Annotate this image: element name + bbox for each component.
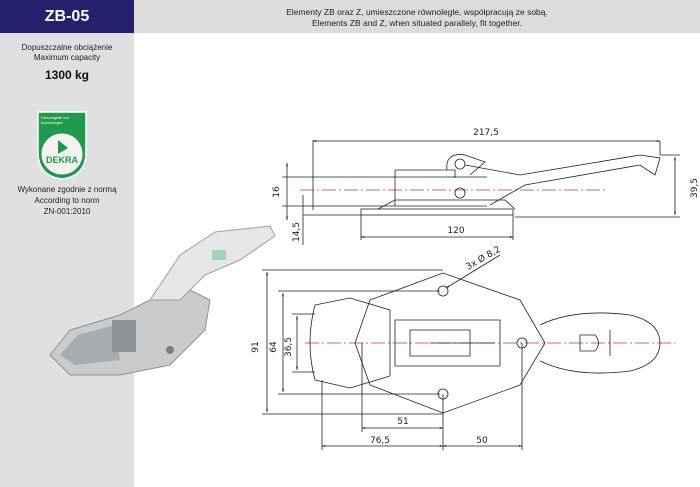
- dim-total-height: 39,5: [690, 178, 700, 198]
- dim-length-51: 51: [397, 417, 408, 427]
- dim-width-64: 64: [269, 341, 279, 353]
- side-view: [282, 140, 680, 245]
- dekra-brand: DEKRA: [46, 155, 79, 165]
- dim-overall-length: 217,5: [473, 128, 499, 138]
- svg-text:Fahrzeugteile und: Fahrzeugteile und: [41, 116, 69, 120]
- product-photo: [49, 225, 276, 376]
- norm-code: ZN-001:2010: [43, 207, 91, 216]
- dim-width-36-5: 36,5: [284, 337, 294, 357]
- dim-length-76-5: 76,5: [370, 436, 390, 446]
- dim-height-14-5: 14,5: [292, 222, 302, 242]
- norm-label-pl: Wykonane zgodnie z normą: [17, 185, 117, 194]
- sidebar: ZB-05 Dopuszczalne obciążenie Maximum ca…: [0, 0, 134, 487]
- dekra-badge-icon: DEKRA Fahrzeugteile und Ausrüstungen: [37, 111, 87, 180]
- dim-width-91: 91: [251, 341, 261, 352]
- dim-hole-note: 3x Ø 8,2: [464, 244, 503, 273]
- dim-length-50: 50: [476, 436, 488, 446]
- capacity-value: 1300 kg: [44, 68, 90, 82]
- header-text-pl: Elementy ZB oraz Z, umieszczone równoleg…: [286, 7, 548, 17]
- header: Elementy ZB oraz Z, umieszczone równoleg…: [134, 0, 700, 33]
- header-text-en: Elements ZB and Z, when situated paralle…: [311, 18, 523, 28]
- dim-height-16: 16: [272, 186, 282, 198]
- capacity-label-pl: Dopuszczalne obciążenie: [21, 43, 113, 52]
- capacity-label-en: Maximum capacity: [33, 53, 101, 62]
- dim-base-length: 120: [447, 226, 464, 236]
- norm-label-en: According to norm: [34, 196, 100, 205]
- top-view: [262, 254, 675, 450]
- svg-text:Ausrüstungen: Ausrüstungen: [41, 121, 63, 125]
- model-title: ZB-05: [0, 0, 134, 33]
